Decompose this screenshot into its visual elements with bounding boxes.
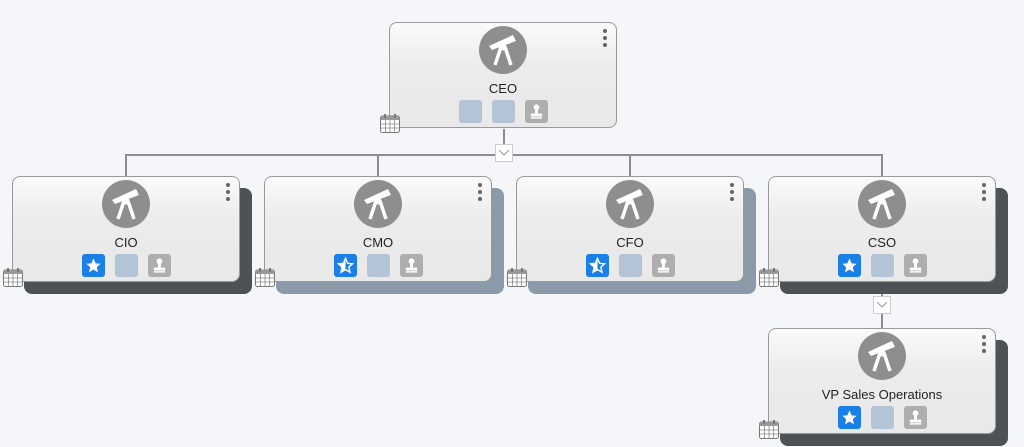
connector [377, 154, 379, 176]
star-badge-icon[interactable] [837, 254, 861, 277]
org-node-cio[interactable]: CIO [3, 176, 252, 294]
blank-badge-icon[interactable] [618, 254, 642, 277]
stamp-badge-icon[interactable] [903, 406, 927, 429]
blank-badge-icon[interactable] [491, 100, 515, 123]
stamp-badge-icon[interactable] [399, 254, 423, 277]
blank-badge-icon[interactable] [458, 100, 482, 123]
blank-badge-icon[interactable] [870, 254, 894, 277]
node-card[interactable]: CSO [768, 176, 996, 282]
node-card[interactable]: CIO [12, 176, 240, 282]
half-star-badge-icon[interactable] [333, 254, 357, 277]
node-card[interactable]: CEO [389, 22, 617, 128]
blank-badge-icon[interactable] [114, 254, 138, 277]
calendar-icon[interactable] [758, 266, 780, 288]
star-badge-icon[interactable] [81, 254, 105, 277]
calendar-icon[interactable] [254, 266, 276, 288]
telescope-avatar-icon [354, 180, 402, 228]
org-node-cso[interactable]: CSO [759, 176, 1008, 294]
node-title: CEO [488, 81, 518, 96]
blank-badge-icon[interactable] [366, 254, 390, 277]
calendar-icon[interactable] [2, 266, 24, 288]
more-options-icon[interactable] [225, 183, 231, 201]
telescope-avatar-icon [479, 26, 527, 74]
calendar-icon[interactable] [379, 112, 401, 134]
half-star-badge-icon[interactable] [585, 254, 609, 277]
telescope-avatar-icon [858, 332, 906, 380]
connector [881, 154, 883, 176]
blank-badge-icon[interactable] [870, 406, 894, 429]
org-node-cfo[interactable]: CFO [507, 176, 756, 294]
more-options-icon[interactable] [981, 335, 987, 353]
node-title: CMO [362, 235, 394, 250]
telescope-avatar-icon [102, 180, 150, 228]
telescope-avatar-icon [858, 180, 906, 228]
more-options-icon[interactable] [729, 183, 735, 201]
node-title: VP Sales Operations [821, 387, 943, 402]
star-badge-icon[interactable] [837, 406, 861, 429]
connector [125, 154, 127, 176]
more-options-icon[interactable] [602, 29, 608, 47]
connector [503, 129, 505, 155]
collapse-toggle-ceo[interactable] [495, 144, 513, 162]
node-card[interactable]: CMO [264, 176, 492, 282]
node-title: CIO [114, 235, 138, 250]
calendar-icon[interactable] [506, 266, 528, 288]
org-node-vp-sales-operations[interactable]: VP Sales Operations [759, 328, 1008, 446]
node-title: CFO [616, 235, 644, 250]
connector [629, 154, 631, 176]
org-node-cmo[interactable]: CMO [255, 176, 504, 294]
node-card[interactable]: CFO [516, 176, 744, 282]
stamp-badge-icon[interactable] [903, 254, 927, 277]
stamp-badge-icon[interactable] [147, 254, 171, 277]
stamp-badge-icon[interactable] [651, 254, 675, 277]
collapse-toggle-cso[interactable] [873, 296, 891, 314]
stamp-badge-icon[interactable] [524, 100, 548, 123]
calendar-icon[interactable] [758, 418, 780, 440]
node-title: CSO [867, 235, 897, 250]
more-options-icon[interactable] [477, 183, 483, 201]
more-options-icon[interactable] [981, 183, 987, 201]
org-node-ceo[interactable]: CEO [380, 22, 617, 133]
node-card[interactable]: VP Sales Operations [768, 328, 996, 434]
telescope-avatar-icon [606, 180, 654, 228]
